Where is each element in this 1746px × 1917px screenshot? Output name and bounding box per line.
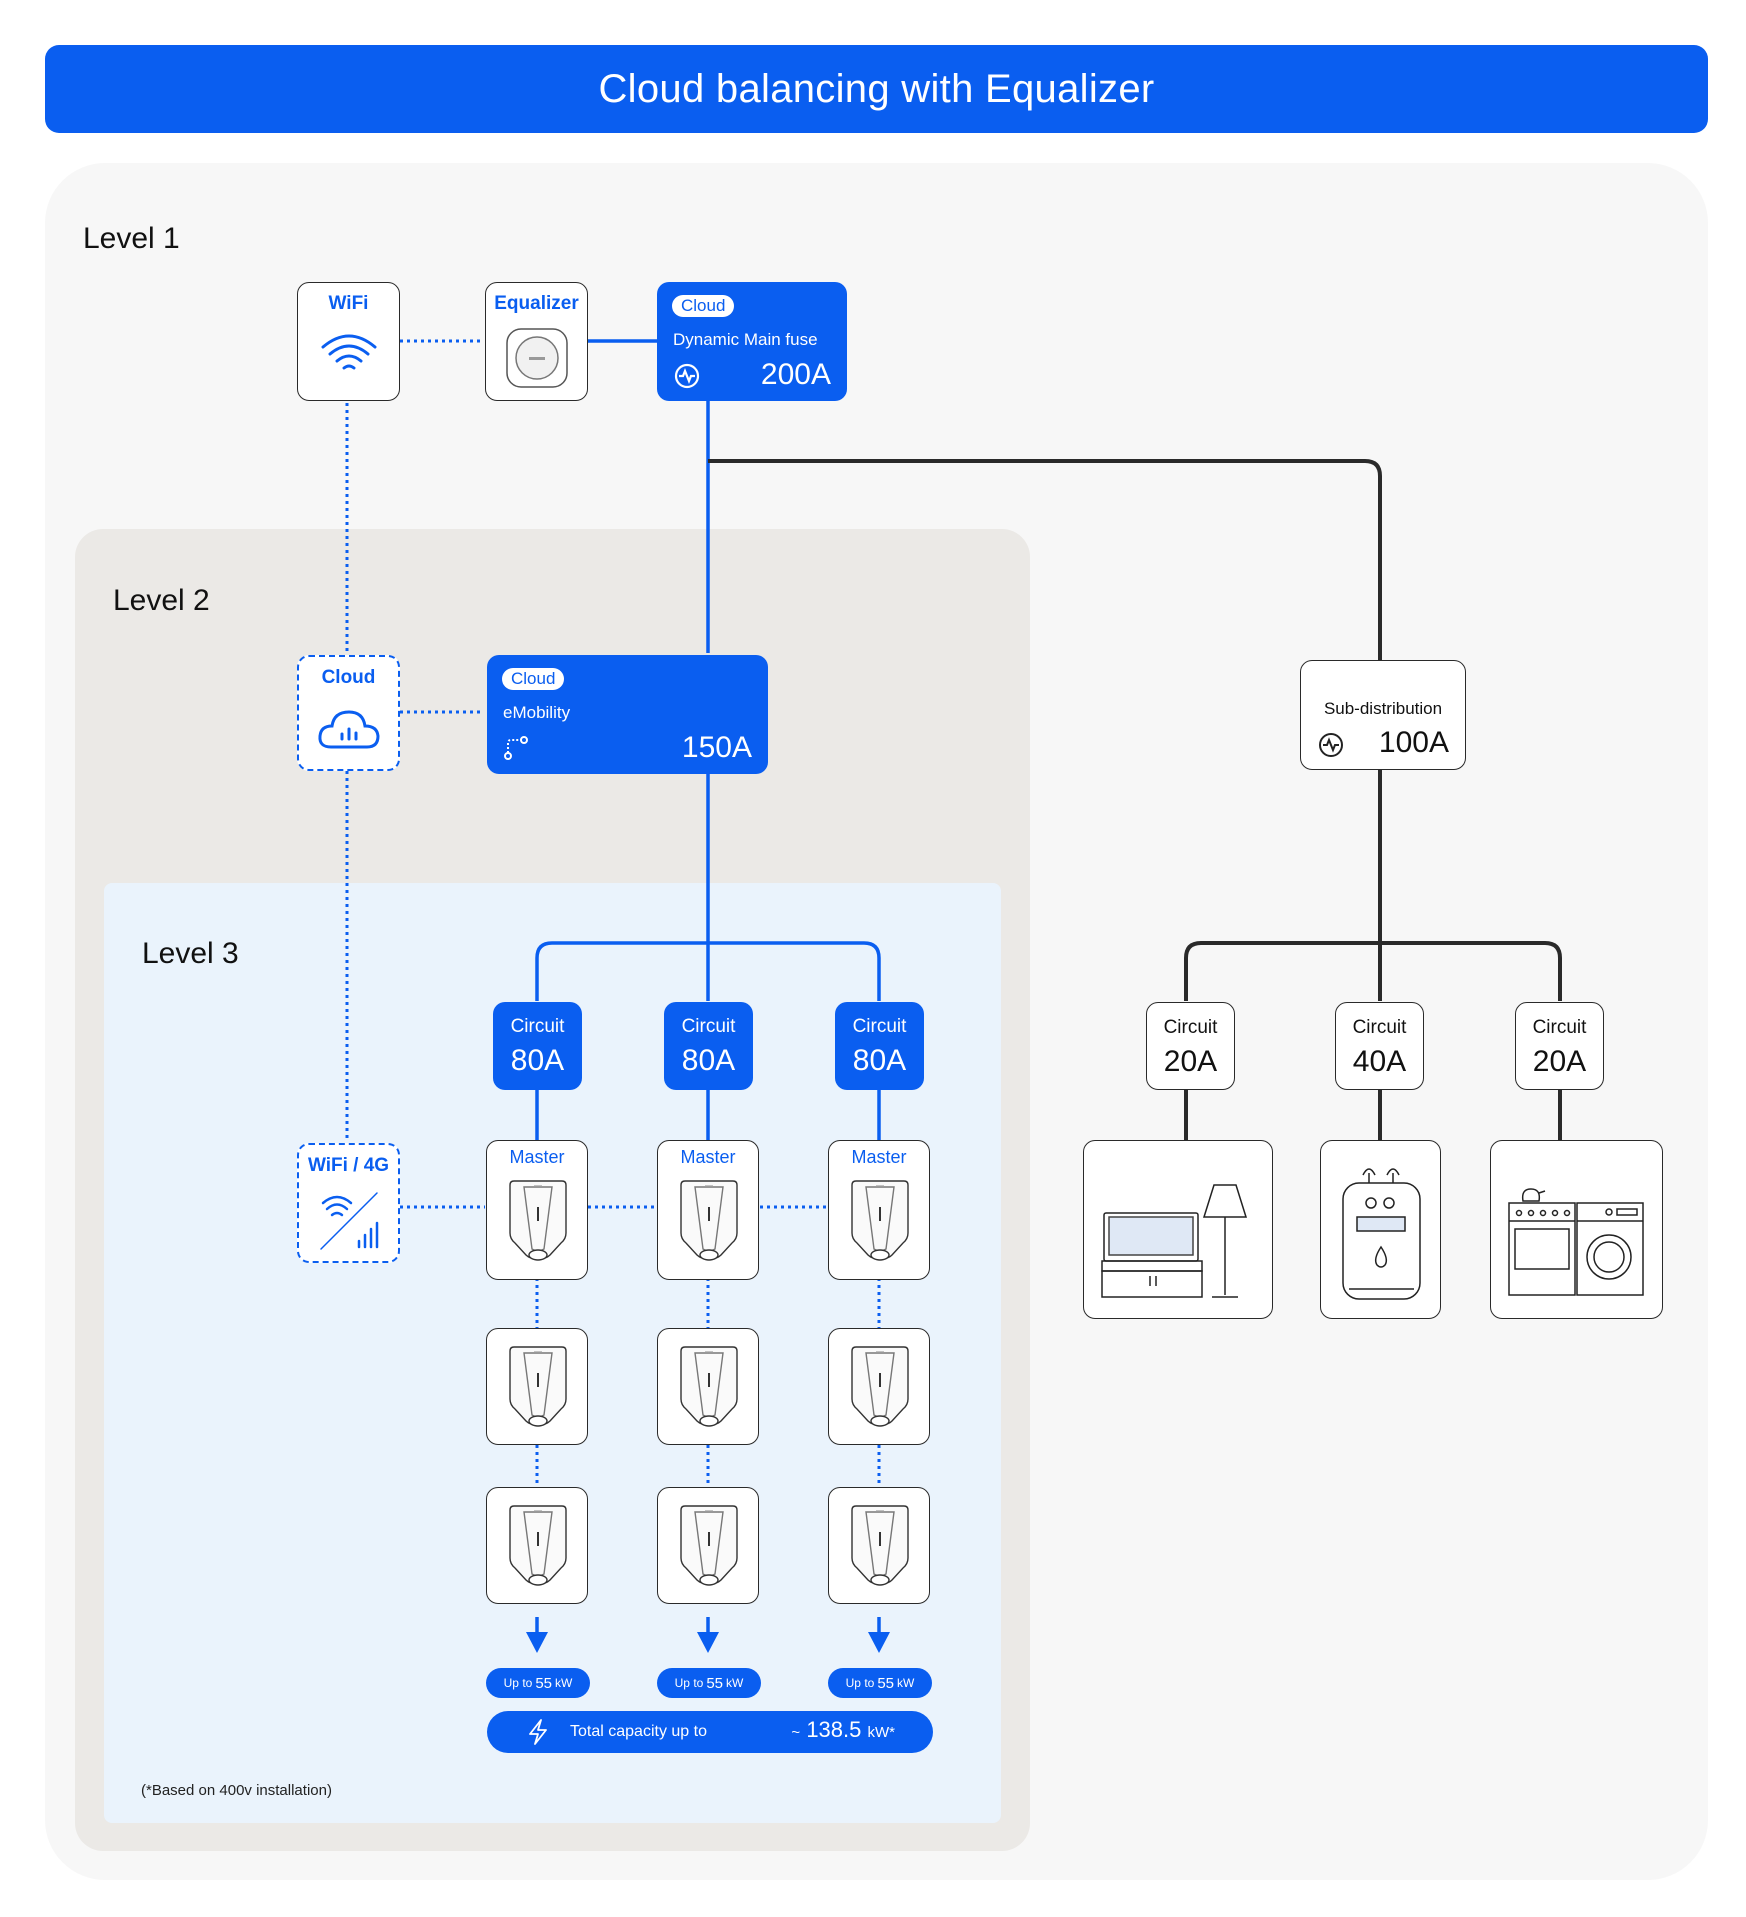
charger (657, 1487, 759, 1604)
ev-circuit-2: Circuit 80A (664, 1002, 753, 1090)
master-label: Master (509, 1147, 565, 1167)
home-circuit-2: Circuit 40A (1335, 1002, 1424, 1090)
master-charger: Master (828, 1140, 930, 1280)
ev-circuit-value: 80A (510, 1044, 565, 1077)
arrow-down-icon (526, 1632, 548, 1653)
home-circuit-3: Circuit 20A (1515, 1002, 1604, 1090)
ev-charger-icon (850, 1502, 910, 1597)
ev-charger-icon (508, 1502, 568, 1597)
ev-circuit-3: Circuit 80A (835, 1002, 924, 1090)
ev-charger-icon (679, 1343, 739, 1438)
sub-distribution-value: 100A (1378, 726, 1449, 759)
equalizer-label: Equalizer (494, 293, 579, 314)
total-capacity-bar: Total capacity up to ~ 138.5 kW* (487, 1711, 933, 1753)
wifi-icon (298, 331, 399, 377)
tv-lamp-appliance (1083, 1140, 1273, 1319)
arrow-down-icon (697, 1632, 719, 1653)
level-3-label: Level 3 (142, 937, 239, 970)
equalizer-device-icon (486, 327, 587, 389)
ev-charger-icon (508, 1343, 568, 1438)
ev-charger-icon (850, 1343, 910, 1438)
ev-charger-icon (508, 1177, 568, 1272)
total-capacity-value: ~ 138.5 kW* (791, 1717, 895, 1742)
arrow-down-icon (868, 1632, 890, 1653)
wifi-4g-icon (299, 1189, 398, 1253)
main-fuse-label: Dynamic Main fuse (673, 330, 818, 349)
ev-charger-icon (679, 1502, 739, 1597)
home-circuit-value: 40A (1352, 1045, 1407, 1078)
charger (657, 1328, 759, 1445)
level-2-label: Level 2 (113, 584, 210, 617)
home-circuit-value: 20A (1532, 1045, 1587, 1078)
emobility-node: Cloud eMobility 150A (487, 655, 768, 774)
home-circuit-1: Circuit 20A (1146, 1002, 1235, 1090)
home-circuit-value: 20A (1163, 1045, 1218, 1078)
cloud-tag: Cloud (672, 295, 735, 317)
ev-circuit-1: Circuit 80A (493, 1002, 582, 1090)
lightning-icon (527, 1719, 549, 1750)
ev-circuit-value: 80A (852, 1044, 907, 1077)
wifi-4g-node: WiFi / 4G (297, 1143, 400, 1263)
footnote: (*Based on 400v installation) (141, 1782, 332, 1799)
level-1-label: Level 1 (83, 222, 180, 255)
main-fuse-value: 200A (760, 358, 831, 391)
water-heater-icon (1342, 1168, 1421, 1300)
sub-distribution-node: Sub-distribution 100A (1300, 660, 1466, 770)
wifi-label: WiFi (328, 293, 369, 314)
cloud-node: Cloud (297, 655, 400, 771)
power-meter-icon (1317, 731, 1345, 764)
stove-washer-appliance (1490, 1140, 1663, 1319)
master-charger: Master (657, 1140, 759, 1280)
ev-charger-icon (679, 1177, 739, 1272)
route-icon (503, 735, 529, 766)
cloud-tag: Cloud (502, 668, 565, 690)
tv-lamp-icon (1101, 1184, 1248, 1298)
wifi-4g-label: WiFi / 4G (307, 1155, 390, 1176)
sub-distribution-label: Sub-distribution (1323, 699, 1443, 718)
emobility-value: 150A (681, 731, 752, 764)
equalizer-node: Equalizer (485, 282, 588, 401)
stove-washer-icon (1508, 1188, 1644, 1296)
emobility-label: eMobility (503, 703, 571, 722)
dynamic-main-fuse-node: Cloud Dynamic Main fuse 200A (657, 282, 847, 401)
ev-circuit-value: 80A (681, 1044, 736, 1077)
charger (828, 1328, 930, 1445)
charger (486, 1487, 588, 1604)
master-charger: Master (486, 1140, 588, 1280)
charger (828, 1487, 930, 1604)
cloud-label: Cloud (321, 667, 376, 688)
power-meter-icon (673, 362, 701, 395)
total-capacity-label: Total capacity up to (570, 1723, 707, 1740)
page-title: Cloud balancing with Equalizer (45, 45, 1708, 133)
ev-charger-icon (850, 1177, 910, 1272)
charger (486, 1328, 588, 1445)
master-label: Master (851, 1147, 907, 1167)
cloud-signal-icon (299, 707, 398, 751)
wifi-node: WiFi (297, 282, 400, 401)
master-label: Master (680, 1147, 736, 1167)
water-heater-appliance (1320, 1140, 1441, 1319)
